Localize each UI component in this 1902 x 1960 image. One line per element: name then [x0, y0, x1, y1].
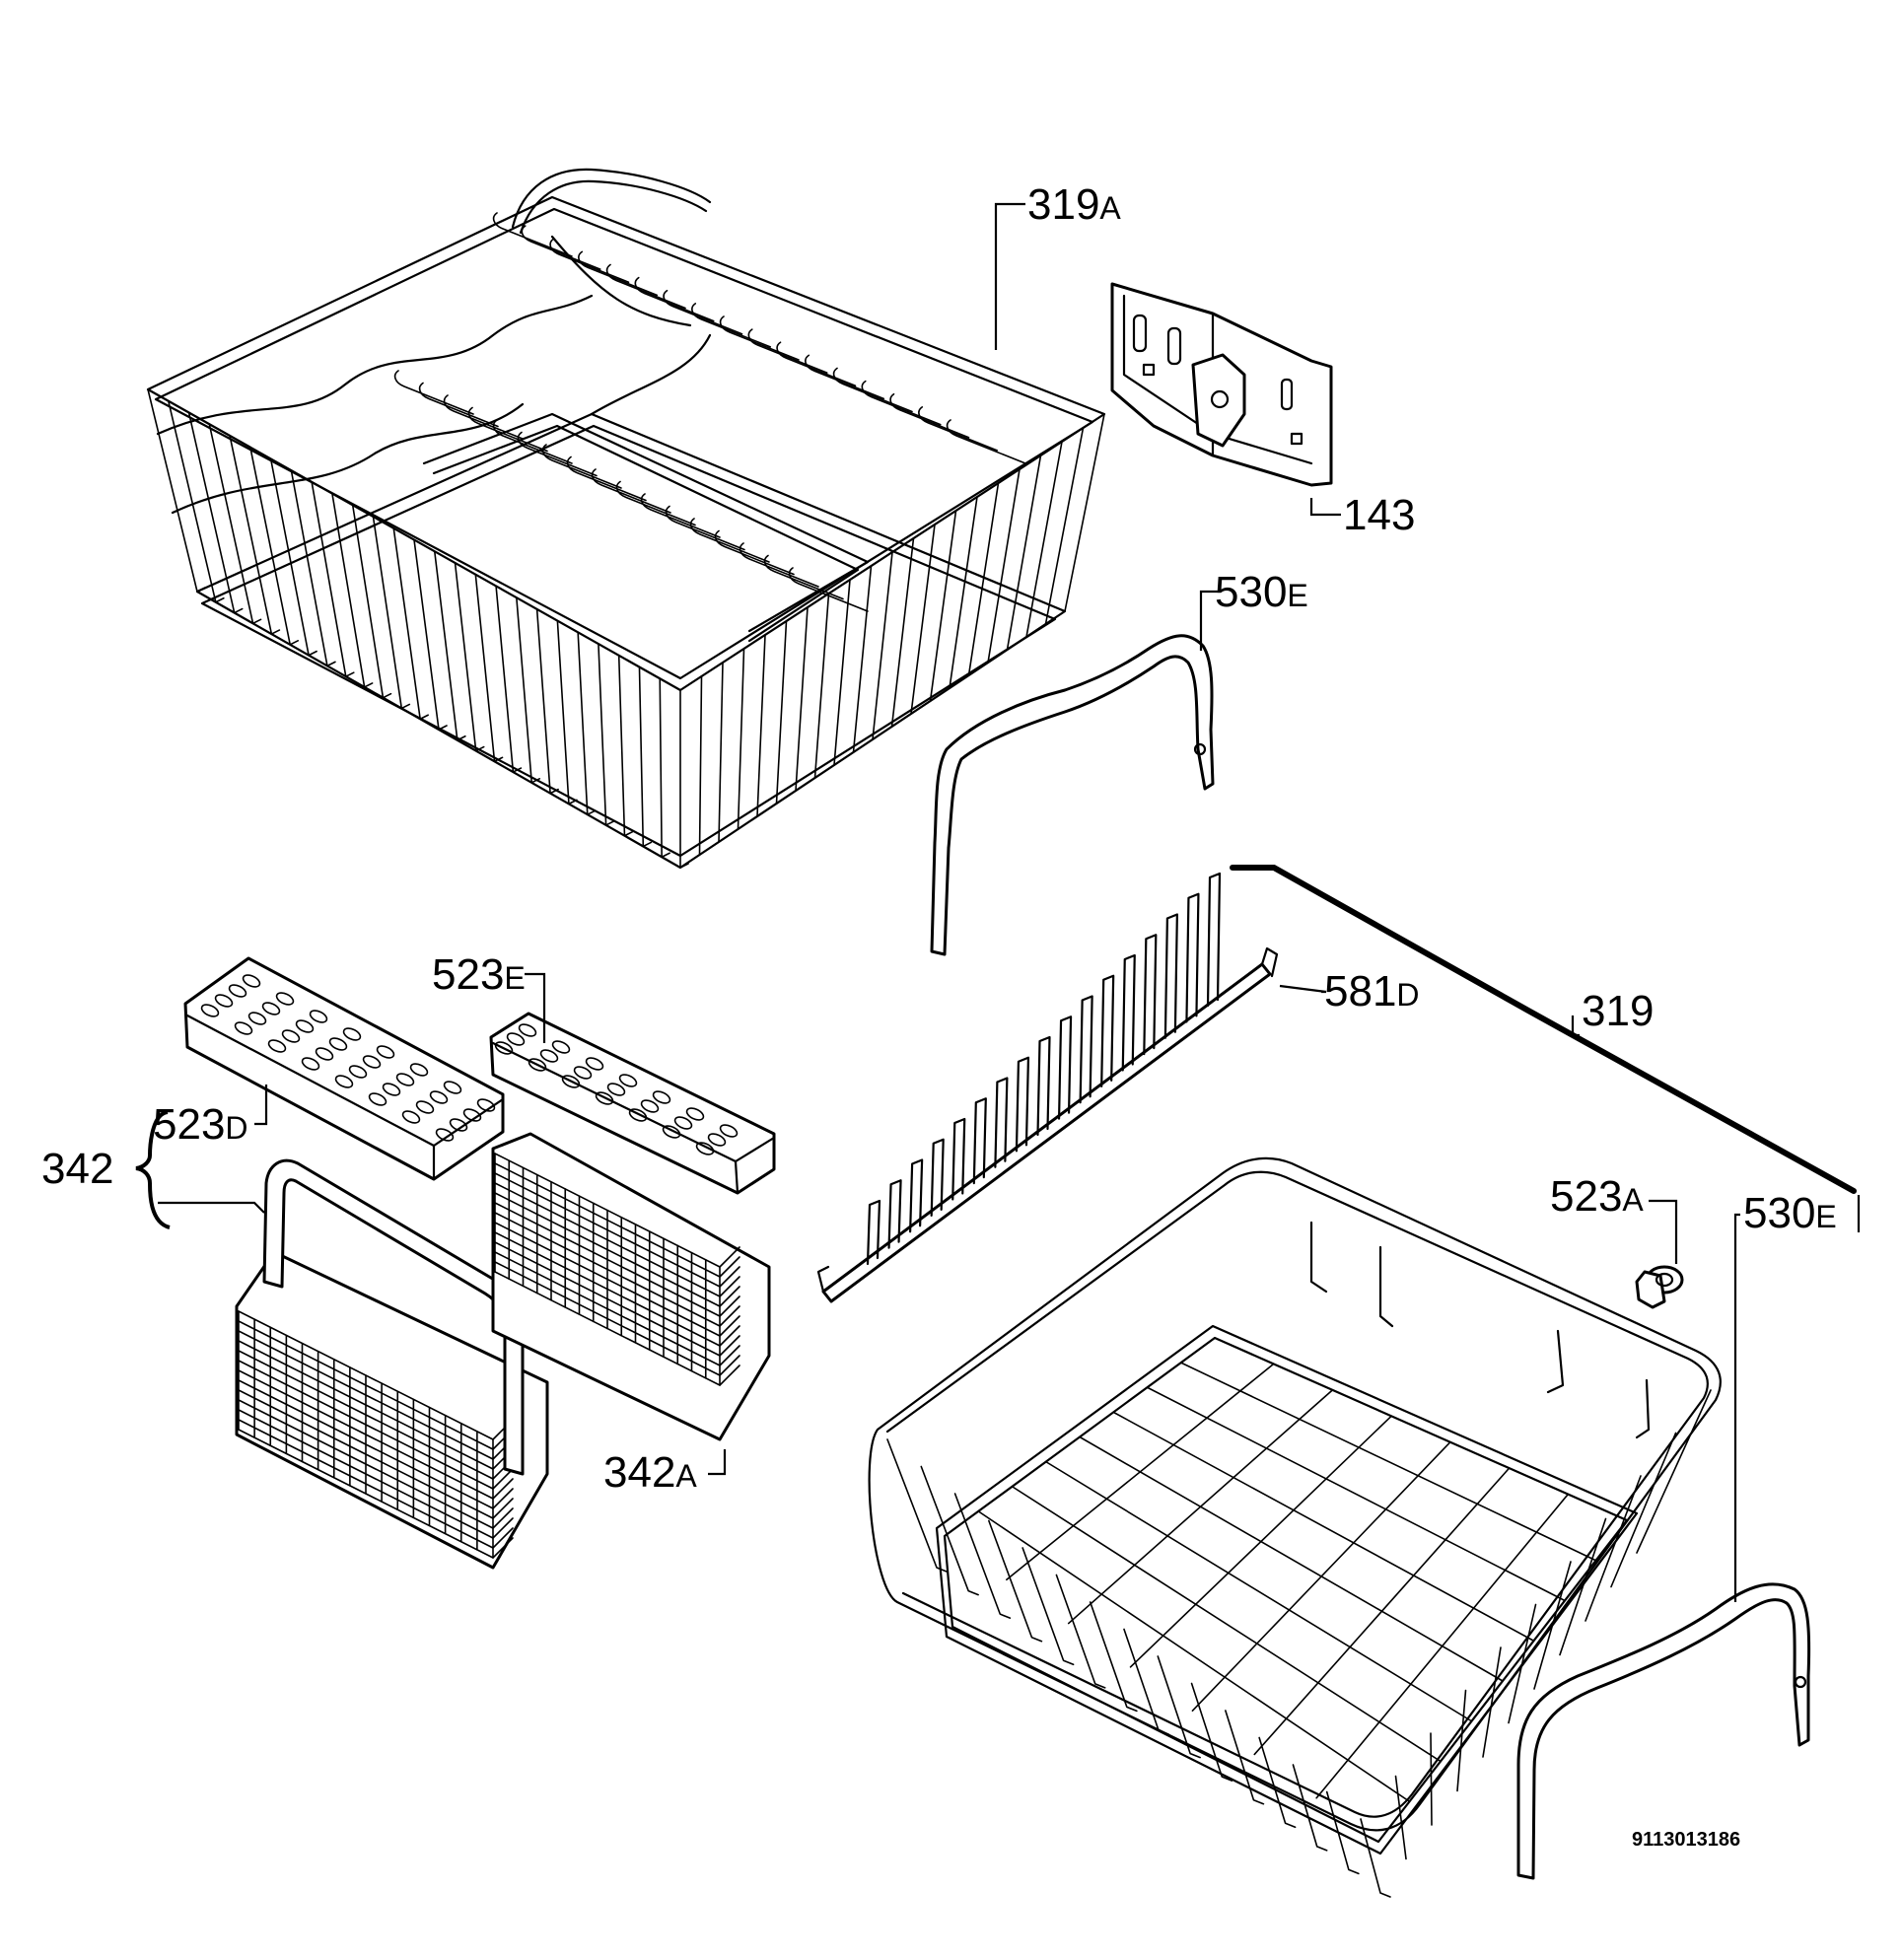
drawing-code: 9113013186	[1632, 1829, 1740, 1851]
part-labels: 319A 143 530E 523E 581D 319 342 523D 523…	[41, 180, 1837, 1851]
label-143: 143	[1343, 491, 1415, 539]
label-581d: 581D	[1324, 967, 1420, 1015]
leader-lines	[135, 202, 1861, 1602]
label-523e: 523E	[432, 950, 526, 999]
cutlery-tray-523d	[183, 956, 505, 1181]
rail-bracket-143	[1110, 282, 1333, 487]
cutlery-basket-342	[235, 1158, 549, 1570]
label-523d: 523D	[153, 1100, 248, 1149]
rail-530e-top	[930, 634, 1215, 956]
label-319a: 319A	[1027, 180, 1121, 229]
label-530e-top: 530E	[1215, 568, 1308, 616]
rail-530e-bottom	[1516, 1582, 1811, 1880]
lower-basket	[868, 1156, 1722, 1898]
comb-insert-581d	[816, 872, 1279, 1303]
label-342a: 342A	[603, 1448, 697, 1497]
label-530e-bottom: 530E	[1743, 1189, 1837, 1237]
upper-basket	[146, 168, 1106, 870]
cutlery-basket-342a	[491, 1132, 771, 1441]
label-319: 319	[1582, 987, 1654, 1035]
cutlery-tray-523e	[489, 1012, 776, 1195]
wheel-523a	[1635, 1265, 1684, 1309]
label-342: 342	[41, 1145, 113, 1193]
label-523a: 523A	[1550, 1172, 1644, 1221]
